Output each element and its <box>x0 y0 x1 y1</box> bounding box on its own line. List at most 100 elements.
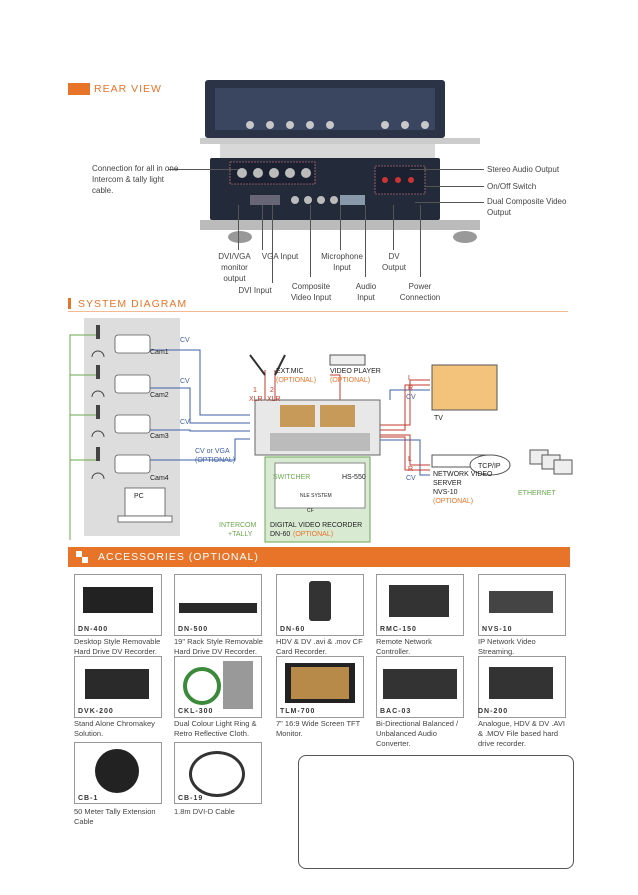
cv-label: CV <box>180 337 190 344</box>
power-connection-label: Power Connection <box>399 282 441 302</box>
accessory-image-dn200 <box>478 656 566 718</box>
accessory-image-nvs10 <box>478 574 566 636</box>
tv-label: TV <box>434 415 443 422</box>
accessory-image-dn500 <box>174 574 262 636</box>
vga-input-label: VGA Input <box>261 252 299 261</box>
leader-line <box>420 205 421 277</box>
accessory-code: RMC-150 <box>380 626 417 633</box>
accessory-description: Stand Alone Chromakey Solution. <box>74 719 155 738</box>
dvi-vga-monitor-output-label: DVI/VGA monitor output <box>218 252 251 283</box>
accessory-image-dn60 <box>276 574 364 636</box>
accessory-description: Bi-Directional Balanced / Unbalanced Aud… <box>376 719 459 748</box>
hs550-label: HS-550 <box>342 474 366 481</box>
accessory-code: CB-19 <box>178 795 204 802</box>
composite-video-input-label: Composite Video Input <box>290 282 332 302</box>
network-video-server-label: NETWORK VIDEO SERVER <box>433 471 493 487</box>
accessory-image-cb19 <box>174 742 262 804</box>
accessories-heading: ACCESSORIES (OPTIONAL) <box>98 551 259 563</box>
cv-label: CV <box>180 378 190 385</box>
video-player-optional-label: (OPTIONAL) <box>330 377 371 384</box>
cam2-label: Cam2 <box>150 392 169 399</box>
accessory-image-dvk200 <box>74 656 162 718</box>
empty-info-box <box>298 755 574 869</box>
microphone-input-label: Microphone Input <box>321 252 363 272</box>
cv-label: CV <box>180 419 190 426</box>
leader-line <box>310 205 311 277</box>
accessory-description: HDV & DV .avi & .mov CF Card Recorder. <box>276 637 363 656</box>
accessory-code: DN-200 <box>478 708 509 715</box>
accessory-image-bac03 <box>376 656 464 718</box>
leader-line <box>272 205 273 283</box>
leader-line <box>365 205 366 277</box>
accessory-description: Dual Colour Light Ring & Retro Reflectiv… <box>174 719 257 738</box>
accessory-description: 7" 16:9 Wide Screen TFT Monitor. <box>276 719 361 738</box>
audio-input-label: Audio Input <box>355 282 377 302</box>
dn60-optional-label: (OPTIONAL) <box>293 531 334 538</box>
stereo-audio-output-label: Stereo Audio Output <box>487 165 560 174</box>
cam4-label: Cam4 <box>150 475 169 482</box>
tv-l-label: L <box>408 375 412 382</box>
leader-line <box>262 205 263 250</box>
accessory-image-tlm700 <box>276 656 364 718</box>
pc-label: PC <box>134 493 144 500</box>
accessories-heading-band <box>68 547 570 567</box>
rear-view-heading-bar <box>68 83 90 95</box>
onoff-switch-label: On/Off Switch <box>487 182 537 191</box>
accessories-icon <box>76 551 88 563</box>
accessory-code: CB-1 <box>78 795 99 802</box>
accessory-description: Desktop Style Removable Hard Drive DV Re… <box>74 637 161 656</box>
switcher-label: SWITCHER <box>273 474 311 481</box>
accessory-description: 50 Meter Tally Extension Cable <box>74 807 156 826</box>
accessory-description: Remote Network Controller. <box>376 637 432 656</box>
dvi-input-label: DVI Input <box>238 286 272 295</box>
leader-line <box>410 169 484 170</box>
accessory-description: 19" Rack Style Removable Hard Drive DV R… <box>174 637 263 656</box>
xlr2-number: 2 <box>270 387 274 394</box>
xlr1-number: 1 <box>253 387 257 394</box>
ext-mic-label: EXT.MIC <box>276 368 304 375</box>
accessory-code: BAC-03 <box>380 708 412 715</box>
leader-line <box>425 186 484 187</box>
cam3-label: Cam3 <box>150 433 169 440</box>
dn60-label: DN-60 <box>270 531 291 538</box>
accessory-code: DN-400 <box>78 626 109 633</box>
leader-line <box>168 169 238 170</box>
dv-output-label: DV Output <box>381 252 406 272</box>
xlr-label: XLR <box>249 396 263 403</box>
accessory-image-rmc150 <box>376 574 464 636</box>
accessory-code: TLM-700 <box>280 708 316 715</box>
ext-mic-optional-label: (OPTIONAL) <box>276 377 317 384</box>
system-diagram-heading: SYSTEM DIAGRAM <box>78 298 188 310</box>
accessory-description: Analogue, HDV & DV .AVI & .MOV File base… <box>478 719 565 748</box>
leader-line <box>340 205 341 250</box>
system-diagram <box>69 325 573 543</box>
system-diagram-heading-bar <box>68 298 71 309</box>
heading-rule <box>68 311 568 312</box>
leader-line <box>393 205 394 250</box>
accessory-image-cb1 <box>74 742 162 804</box>
leader-line <box>238 205 239 250</box>
cv-vga-label: CV or VGA <box>195 448 230 455</box>
accessory-description: IP Network Video Streaming. <box>478 637 536 656</box>
accessory-code: DN-500 <box>178 626 209 633</box>
dual-composite-output-label: Dual Composite Video Output <box>487 197 567 217</box>
intercom-connection-label: Connection for all in one Intercom & tal… <box>92 164 179 195</box>
nvs-r-label: R <box>408 466 414 473</box>
cv-vga-optional-label: (OPTIONAL) <box>195 457 236 464</box>
tally-label: +TALLY <box>228 531 253 538</box>
accessory-code: DN-60 <box>280 626 306 633</box>
ethernet-label: ETHERNET <box>518 490 556 497</box>
accessory-image-ckl300 <box>174 656 262 718</box>
tcpip-label: TCP/IP <box>478 463 501 470</box>
accessory-description: 1.8m DVI-D Cable <box>174 807 235 816</box>
nle-system-label: NLE SYSTEM <box>300 493 332 499</box>
cam1-label: Cam1 <box>150 349 169 356</box>
intercom-label: INTERCOM <box>219 522 257 529</box>
leader-line <box>415 202 484 203</box>
nvs10-label: NVS-10 <box>433 489 458 496</box>
video-player-label: VIDEO PLAYER <box>330 368 381 375</box>
cf-label: CF <box>307 508 314 514</box>
accessory-code: CKL-300 <box>178 708 214 715</box>
nvs-cv-label: CV <box>406 475 416 482</box>
dvr-label: DIGITAL VIDEO RECORDER <box>270 522 363 529</box>
